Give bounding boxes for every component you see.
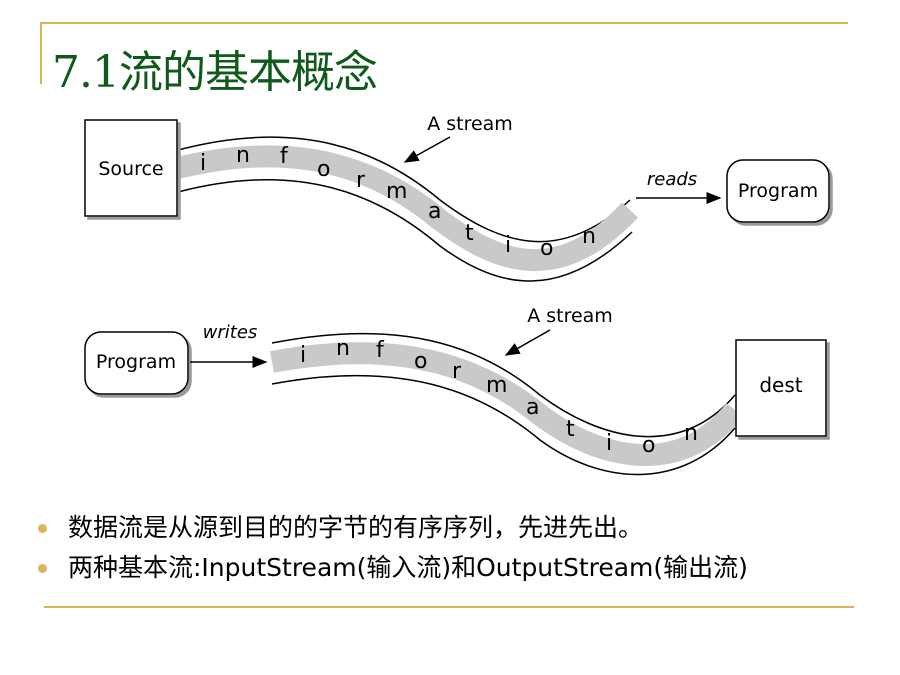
top-stream-band	[175, 145, 639, 271]
reads-label: reads	[647, 169, 697, 190]
bottom-letter: i	[300, 343, 306, 368]
bullet-item: 两种基本流:InputStream(输入流)和OutputStream(输出流)	[38, 550, 878, 590]
bullet-list: 数据流是从源到目的的字节的有序序列，先进先出。 两种基本流:InputStrea…	[38, 510, 878, 590]
bottom-letter: r	[452, 359, 462, 384]
bullet-text: 两种基本流:InputStream(输入流)和OutputStream(输出流)	[68, 553, 748, 582]
slide-title: 7.1流的基本概念	[52, 47, 378, 98]
source-label: Source	[98, 158, 163, 180]
bullet-text: 数据流是从源到目的的字节的有序序列，先进先出。	[68, 513, 644, 542]
bottom-letter: o	[642, 433, 655, 458]
top-letter: m	[386, 179, 407, 204]
top-letter: o	[540, 236, 553, 261]
top-stream-upper-line	[177, 136, 631, 243]
bottom-letter: f	[376, 338, 385, 363]
bottom-stream-band	[269, 342, 744, 466]
top-letter: o	[317, 157, 330, 182]
top-letter: i	[200, 151, 206, 176]
left-rule	[40, 22, 42, 84]
top-rule	[40, 22, 848, 24]
top-letter: r	[356, 168, 366, 193]
bottom-letter: a	[526, 395, 539, 420]
stream-diagram: i n f o r m a t i o n Source A stream re…	[84, 113, 830, 476]
top-letter: n	[236, 143, 250, 168]
bottom-rule	[44, 606, 854, 608]
dest-box	[735, 339, 827, 437]
dest-label: dest	[759, 373, 802, 397]
top-program-box	[726, 159, 830, 223]
top-letter: n	[582, 224, 596, 249]
bottom-letter: n	[684, 421, 698, 446]
bottom-stream-letters: i n f o r m a t i o n	[300, 336, 698, 458]
bottom-stream-upper-line	[271, 332, 736, 438]
top-stream-pointer	[403, 136, 451, 163]
top-letter: i	[505, 233, 511, 258]
top-stream-label: A stream	[427, 113, 513, 135]
bottom-letter: m	[486, 373, 507, 398]
bottom-letter: o	[414, 349, 427, 374]
bottom-letter: n	[336, 336, 350, 361]
bottom-stream	[269, 332, 744, 476]
bullet-dot	[38, 564, 47, 573]
bottom-letter: t	[566, 417, 575, 442]
bottom-stream-label: A stream	[527, 305, 613, 327]
top-letter: t	[465, 221, 474, 246]
bottom-stream-lower-line	[271, 374, 736, 476]
bullet-dot	[38, 524, 47, 533]
top-letter: f	[280, 144, 289, 169]
bottom-program-box	[84, 331, 189, 395]
top-stream	[175, 136, 639, 282]
bullet-item: 数据流是从源到目的的字节的有序序列，先进先出。	[38, 510, 878, 550]
writes-label: writes	[203, 322, 258, 343]
bottom-letter: i	[606, 431, 612, 456]
top-letter: a	[428, 199, 441, 224]
top-stream-letters: i n f o r m a t i o n	[200, 143, 596, 261]
bottom-stream-pointer	[504, 329, 551, 356]
bottom-program-label: Program	[96, 351, 176, 373]
source-box	[84, 119, 178, 217]
top-program-label: Program	[738, 180, 818, 202]
top-stream-lower-line	[177, 178, 633, 282]
